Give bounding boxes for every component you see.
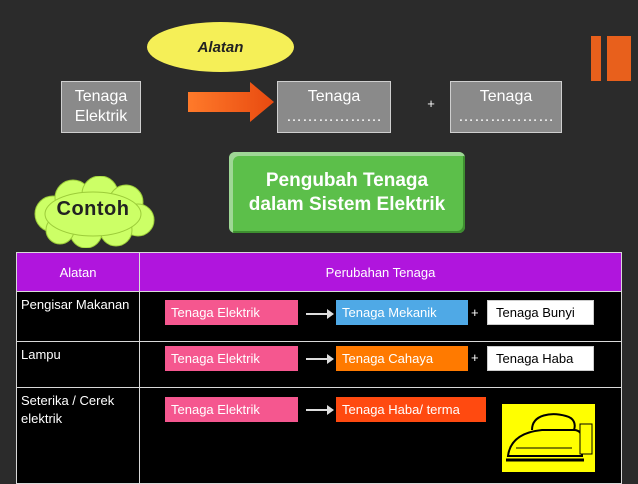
output-energy-2-line1: Tenaga [479, 88, 533, 105]
cloud-shape [34, 176, 155, 248]
arrow-icon [306, 405, 334, 415]
header-alatan: Alatan [16, 252, 140, 292]
output-energy-2-blank: ……………… [458, 108, 554, 125]
output-energy-1-blank: ……………… [286, 108, 382, 125]
row-alatan: Pengisar Makanan [16, 291, 140, 342]
pill-from-row2: Tenaga Elektrik [165, 346, 298, 371]
pengubah-tenaga-title: Pengubah Tenaga dalam Sistem Elektrik [229, 152, 465, 233]
source-energy-line2: Elektrik [74, 108, 128, 125]
corner-decoration [591, 36, 601, 81]
pill-from-row1: Tenaga Elektrik [165, 300, 298, 325]
alatan-oval: Alatan [147, 22, 294, 72]
arrow-icon [306, 354, 334, 364]
output-energy-box-1: Tenaga ……………… [277, 81, 391, 133]
row-alatan: Lampu [16, 341, 140, 388]
pill-from-row3: Tenaga Elektrik [165, 397, 298, 422]
pill-to1-row1: Tenaga Mekanik [336, 300, 468, 325]
iron-illustration [502, 404, 595, 472]
pengubah-line2: dalam Sistem Elektrik [248, 193, 446, 215]
plus-sign: + [427, 96, 435, 111]
header-perubahan: Perubahan Tenaga [139, 252, 622, 292]
pill-to2-row1: Tenaga Bunyi [487, 300, 594, 325]
pill-to1-row3: Tenaga Haba/ terma [336, 397, 486, 422]
row-alatan: Seterika / Cerek elektrik [16, 387, 140, 484]
pengubah-line1: Pengubah Tenaga [265, 169, 429, 191]
source-energy-box: Tenaga Elektrik [61, 81, 141, 133]
contoh-label: Contoh [56, 198, 130, 220]
plus-row1: + [471, 305, 479, 320]
alatan-oval-label: Alatan [197, 38, 244, 56]
table-header-row: Alatan Perubahan Tenaga [16, 252, 622, 292]
output-energy-1-line1: Tenaga [307, 88, 361, 105]
source-energy-line1: Tenaga [74, 88, 128, 105]
arrow-icon [306, 309, 334, 319]
pill-to1-row2: Tenaga Cahaya [336, 346, 468, 371]
pill-to2-row2: Tenaga Haba [487, 346, 594, 371]
corner-decoration-2 [607, 36, 631, 81]
orange-arrow-icon [188, 82, 274, 122]
plus-row2: + [471, 350, 479, 365]
output-energy-box-2: Tenaga ……………… [450, 81, 562, 133]
